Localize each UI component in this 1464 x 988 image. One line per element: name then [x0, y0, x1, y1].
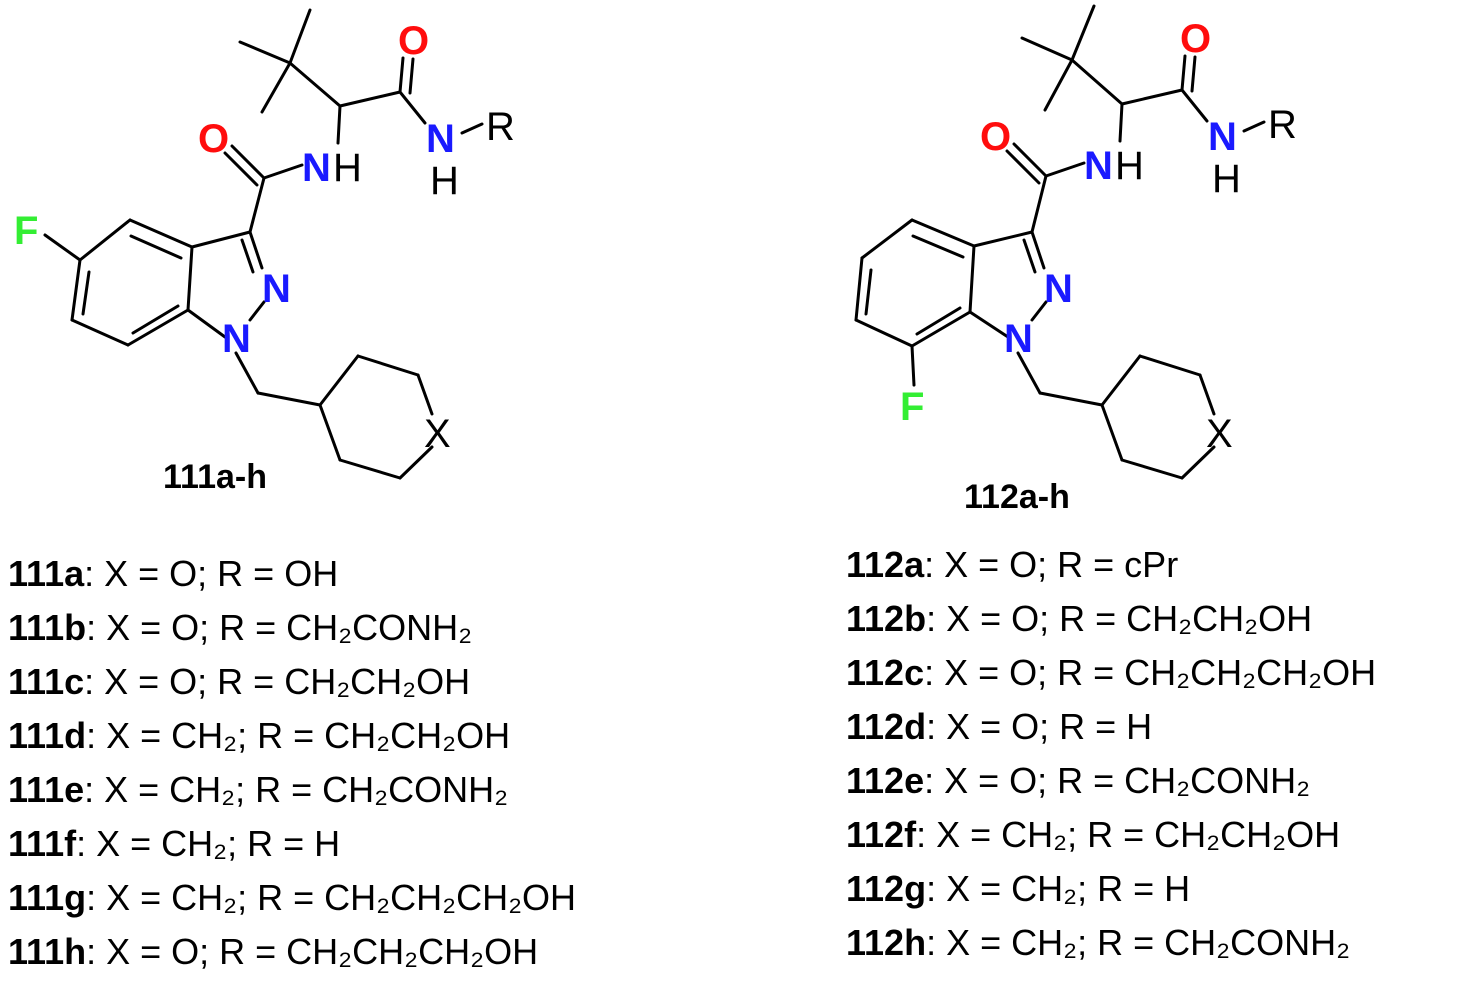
- compound-definition: : X = O; R = CH₂CH₂OH: [84, 661, 471, 702]
- compound-id: 111h: [8, 931, 87, 972]
- hydrogen-atom: H: [333, 146, 362, 190]
- structure-112-atoms: O O N H N R H N N F X: [900, 17, 1297, 456]
- compound-id: 112g: [846, 868, 927, 909]
- compound-id: 111g: [8, 877, 87, 918]
- nitrogen-atom: N: [426, 117, 455, 161]
- compound-id: 112a: [846, 544, 925, 585]
- compound-row-111b: 111b: X = O; R = CH₂CONH₂: [8, 601, 576, 655]
- compound-id: 112d: [846, 706, 927, 747]
- compound-list-111: 111a: X = O; R = OH 111b: X = O; R = CH₂…: [8, 547, 576, 979]
- compound-row-112c: 112c: X = O; R = CH₂CH₂CH₂OH: [846, 646, 1376, 700]
- compound-row-111a: 111a: X = O; R = OH: [8, 547, 576, 601]
- compound-id: 111c: [8, 661, 85, 702]
- nitrogen-atom: N: [1084, 144, 1113, 188]
- hydrogen-atom: H: [430, 159, 459, 203]
- compound-row-111f: 111f: X = CH₂; R = H: [8, 817, 576, 871]
- compound-definition: : X = O; R = OH: [84, 553, 339, 594]
- structure-111-bonds: [43, 8, 484, 480]
- oxygen-atom: O: [398, 19, 429, 63]
- structure-112-bonds: [854, 4, 1266, 480]
- compound-definition: : X = CH₂; R = CH₂CH₂OH: [916, 814, 1341, 855]
- compound-row-111d: 111d: X = CH₂; R = CH₂CH₂OH: [8, 709, 576, 763]
- compound-definition: : X = O; R = H: [926, 706, 1153, 747]
- compound-row-111g: 111g: X = CH₂; R = CH₂CH₂CH₂OH: [8, 871, 576, 925]
- nitrogen-atom: N: [302, 146, 331, 190]
- compound-row-112f: 112f: X = CH₂; R = CH₂CH₂OH: [846, 808, 1376, 862]
- oxygen-atom: O: [1180, 17, 1211, 61]
- structure-111: O O N H N R H N N F X 111a-h: [14, 8, 515, 496]
- compound-id: 112f: [846, 814, 917, 855]
- r-group: R: [486, 105, 515, 149]
- compound-definition: : X = CH₂; R = CH₂CONH₂: [926, 922, 1351, 963]
- compound-list-112: 112a: X = O; R = cPr 112b: X = O; R = CH…: [846, 538, 1376, 970]
- compound-definition: : X = CH₂; R = H: [76, 823, 341, 864]
- nitrogen-atom: N: [262, 267, 291, 311]
- compound-id: 111f: [8, 823, 77, 864]
- compound-row-112g: 112g: X = CH₂; R = H: [846, 862, 1376, 916]
- nitrogen-atom: N: [1044, 267, 1073, 311]
- structure-111-atoms: O O N H N R H N N F X: [14, 19, 515, 456]
- r-group: R: [1268, 103, 1297, 147]
- compound-definition: : X = O; R = cPr: [924, 544, 1179, 585]
- compound-row-111e: 111e: X = CH₂; R = CH₂CONH₂: [8, 763, 576, 817]
- x-group: X: [1206, 412, 1233, 456]
- compound-row-112a: 112a: X = O; R = cPr: [846, 538, 1376, 592]
- fluorine-atom: F: [14, 209, 38, 253]
- compound-definition: : X = O; R = CH₂CONH₂: [924, 760, 1311, 801]
- compound-definition: : X = O; R = CH₂CH₂CH₂OH: [924, 652, 1377, 693]
- compound-definition: : X = CH₂; R = H: [926, 868, 1191, 909]
- compound-id: 112c: [846, 652, 925, 693]
- compound-row-112e: 112e: X = O; R = CH₂CONH₂: [846, 754, 1376, 808]
- compound-id: 112h: [846, 922, 927, 963]
- nitrogen-atom: N: [1004, 317, 1033, 361]
- compound-label: 112a-h: [964, 478, 1070, 516]
- compound-label: 111a-h: [163, 458, 267, 496]
- nitrogen-atom: N: [1208, 115, 1237, 159]
- compound-row-112d: 112d: X = O; R = H: [846, 700, 1376, 754]
- compound-row-112b: 112b: X = O; R = CH₂CH₂OH: [846, 592, 1376, 646]
- compound-id: 111e: [8, 769, 85, 810]
- hydrogen-atom: H: [1212, 157, 1241, 201]
- fluorine-atom: F: [900, 385, 924, 429]
- compound-id: 111a: [8, 553, 85, 594]
- nitrogen-atom: N: [222, 317, 251, 361]
- compound-row-111h: 111h: X = O; R = CH₂CH₂CH₂OH: [8, 925, 576, 979]
- compound-definition: : X = O; R = CH₂CONH₂: [86, 607, 473, 648]
- compound-id: 111d: [8, 715, 87, 756]
- compound-row-111c: 111c: X = O; R = CH₂CH₂OH: [8, 655, 576, 709]
- compound-row-112h: 112h: X = CH₂; R = CH₂CONH₂: [846, 916, 1376, 970]
- compound-id: 111b: [8, 607, 87, 648]
- compound-definition: : X = CH₂; R = CH₂CH₂OH: [86, 715, 511, 756]
- compound-id: 112b: [846, 598, 927, 639]
- hydrogen-atom: H: [1115, 144, 1144, 188]
- structure-112: O O N H N R H N N F X 112a-h: [854, 4, 1297, 516]
- oxygen-atom: O: [980, 115, 1011, 159]
- oxygen-atom: O: [198, 117, 229, 161]
- compound-definition: : X = CH₂; R = CH₂CONH₂: [84, 769, 509, 810]
- compound-definition: : X = CH₂; R = CH₂CH₂CH₂OH: [86, 877, 577, 918]
- compound-id: 112e: [846, 760, 925, 801]
- compound-definition: : X = O; R = CH₂CH₂OH: [926, 598, 1313, 639]
- compound-definition: : X = O; R = CH₂CH₂CH₂OH: [86, 931, 539, 972]
- x-group: X: [424, 412, 451, 456]
